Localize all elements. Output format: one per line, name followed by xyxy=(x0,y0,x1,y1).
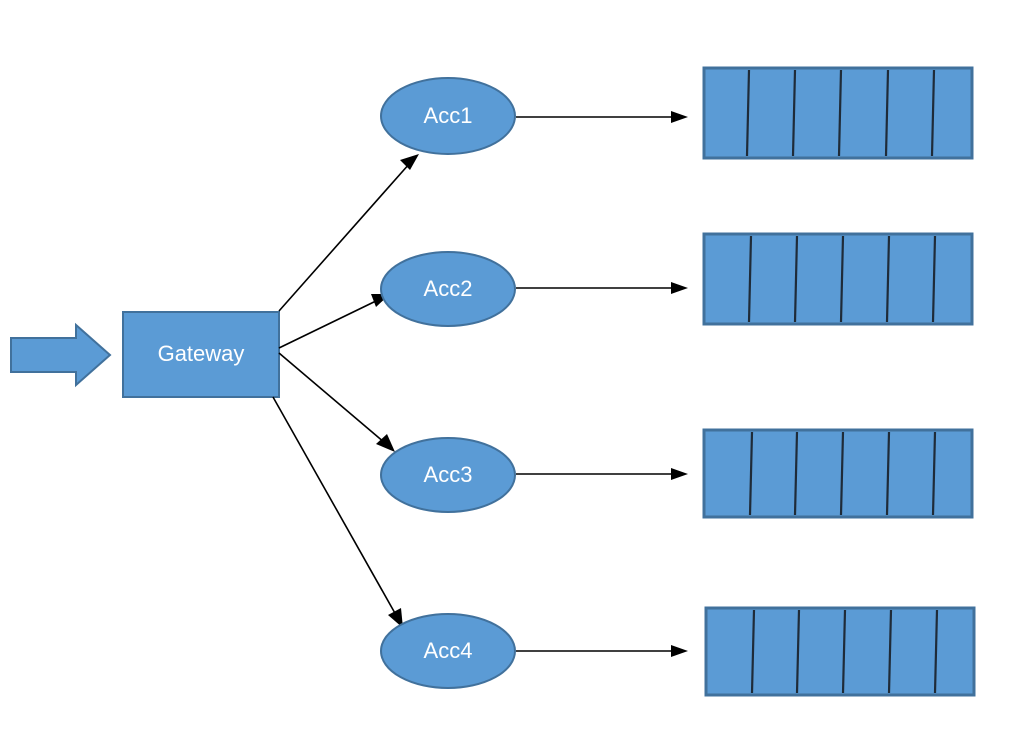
queue-group-1[interactable] xyxy=(702,66,974,160)
queue-group-3[interactable] xyxy=(702,428,974,519)
accumulator-node-acc4[interactable]: Acc4 xyxy=(380,613,516,689)
gateway-node[interactable]: Gateway xyxy=(122,311,280,398)
accumulator-label-acc2: Acc2 xyxy=(424,276,473,301)
accumulator-label-acc1: Acc1 xyxy=(424,103,473,128)
gateway-to-acc2-connector xyxy=(278,294,390,349)
gateway-to-acc4-connector xyxy=(272,396,403,628)
accumulator-node-acc2[interactable]: Acc2 xyxy=(380,251,516,327)
queue-group-4[interactable] xyxy=(704,606,976,697)
gateway-to-acc1-connector xyxy=(278,154,419,312)
accumulator-node-acc1[interactable]: Acc1 xyxy=(380,77,516,155)
accumulator-node-acc3[interactable]: Acc3 xyxy=(380,437,516,513)
acc4-to-queue4-connector xyxy=(516,645,688,657)
incoming-traffic-arrow xyxy=(10,322,112,388)
gateway-label: Gateway xyxy=(158,341,245,366)
acc3-to-queue3-connector xyxy=(516,468,688,480)
queue-group-2[interactable] xyxy=(702,232,974,326)
accumulator-label-acc4: Acc4 xyxy=(424,638,473,663)
gateway-to-acc3-connector xyxy=(278,352,395,452)
accumulator-label-acc3: Acc3 xyxy=(424,462,473,487)
acc2-to-queue2-connector xyxy=(516,282,688,294)
acc1-to-queue1-connector xyxy=(516,111,688,123)
